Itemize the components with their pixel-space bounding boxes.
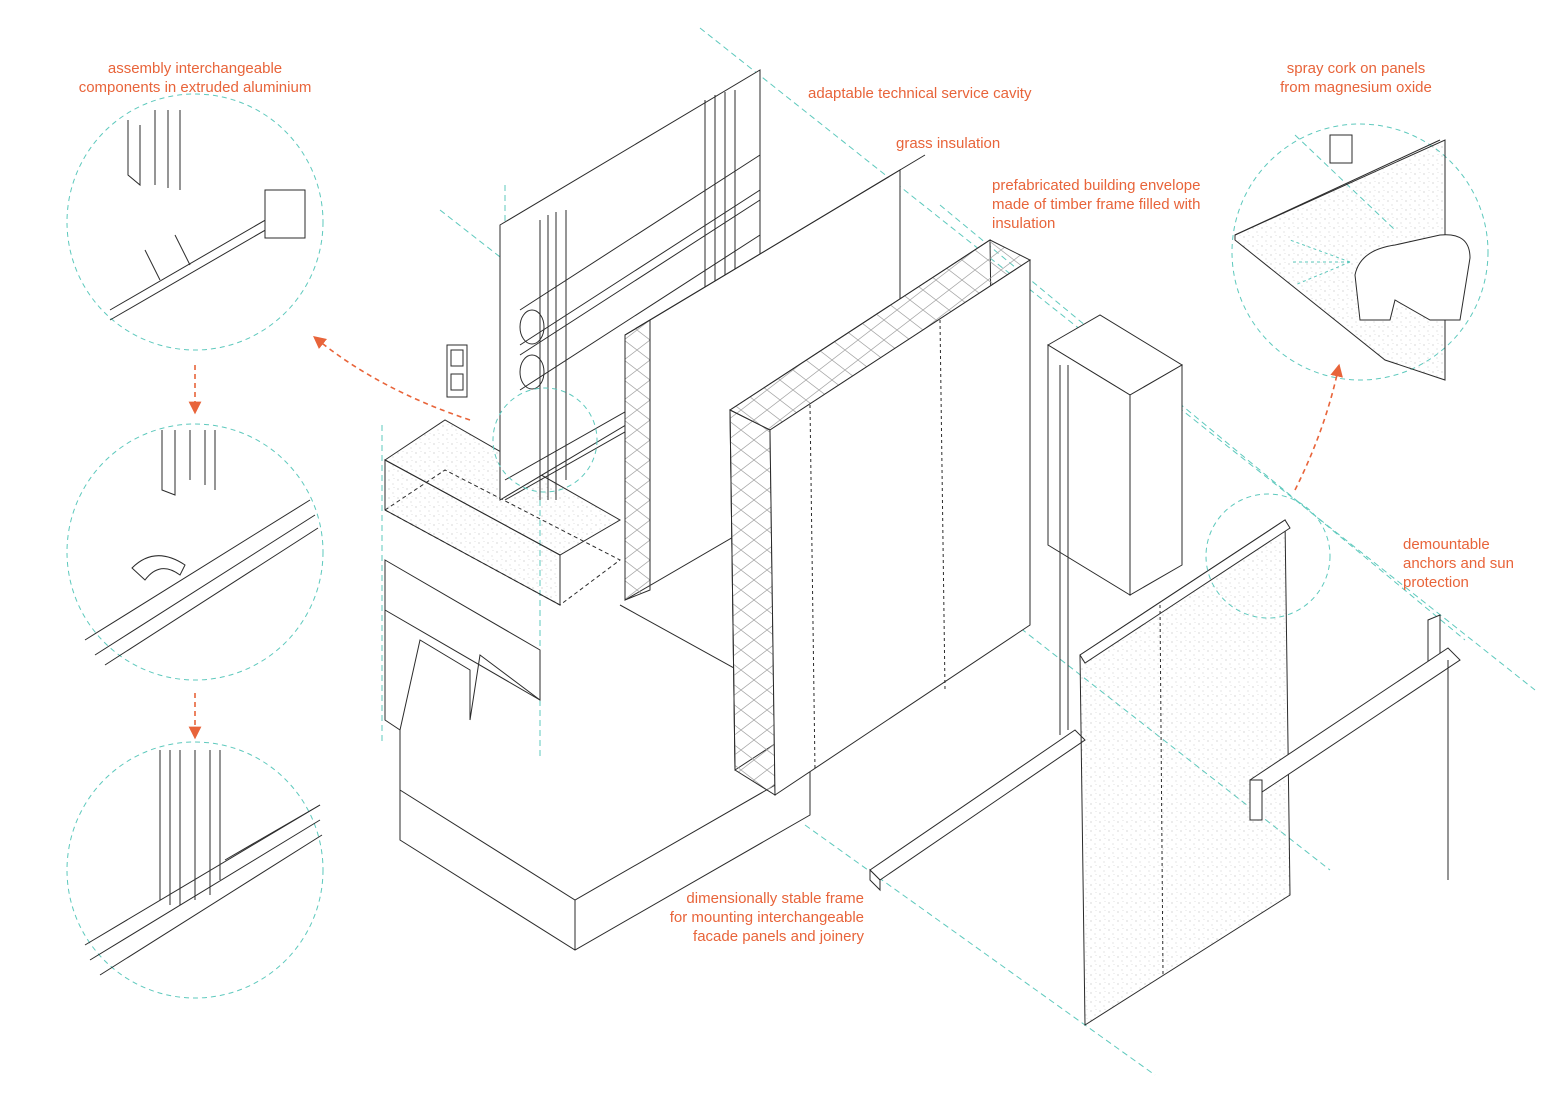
detail-1-content (109, 110, 306, 321)
detail-3-content (84, 750, 323, 976)
label-assembly-components: assembly interchangeable components in e… (78, 60, 312, 96)
label-stable-frame: dimensionally stable frame for mounting … (669, 890, 864, 945)
detail-2-content (84, 430, 319, 666)
aluminium-frame (869, 314, 1183, 892)
facade-panel (1079, 519, 1291, 1026)
label-service-cavity: adaptable technical service cavity (808, 85, 1032, 102)
annotation-arrows (188, 335, 1343, 740)
label-spray-cork: spray cork on panels from magnesium oxid… (1280, 60, 1432, 96)
detail-circles (66, 93, 1489, 999)
label-grass-insulation: grass insulation (896, 135, 1001, 152)
detail-4-content (1234, 134, 1471, 381)
timber-envelope-module (728, 239, 1032, 796)
label-building-envelope: prefabricated building envelope made of … (992, 177, 1201, 232)
label-anchors-sun-protection: demountable anchors and sun protection (1403, 536, 1514, 591)
sun-protection (1249, 614, 1461, 880)
